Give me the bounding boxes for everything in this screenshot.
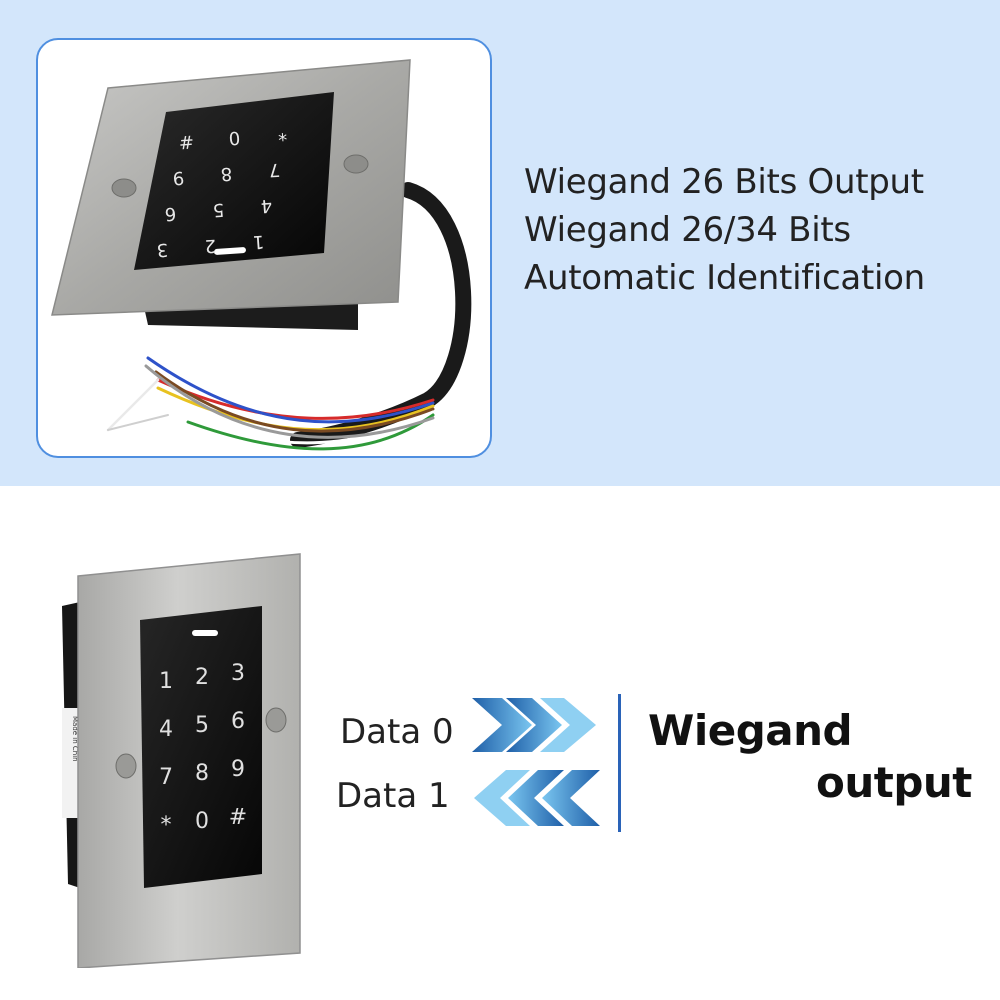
bottom-keypad-key[interactable]: 1 [159,669,173,694]
wiegand-title: Wiegand [648,706,853,755]
top-keypad-key[interactable]: 9 [172,167,185,189]
feature-auto-identification: Automatic Identification [524,258,925,298]
product-label-sticker [62,708,78,818]
data0-arrow-right-icon [472,698,596,752]
signal-arrows [472,698,600,826]
product-photo-card: #0 * 9 8 7 6 5 4 3 2 1 [36,38,492,458]
screw-hole-right [265,707,287,733]
touch-glass-panel [134,92,334,270]
top-keypad: #0 * 9 8 7 6 5 4 3 2 1 [156,123,288,261]
screw-hole-left [111,178,137,198]
screw-hole-left [115,753,137,779]
indicator-led [214,247,246,255]
indicator-led [192,630,218,636]
made-in-label: Made in Chin [71,716,79,762]
bottom-keypad-key[interactable]: * [161,813,172,838]
top-keypad-key[interactable]: 3 [156,239,169,261]
feature-wiegand-26-34: Wiegand 26/34 Bits [524,210,851,250]
top-keypad-key[interactable]: 7 [268,159,281,181]
top-keypad-key[interactable]: # [178,130,195,152]
bottom-keypad-key[interactable]: # [229,805,247,830]
bottom-keypad-key[interactable]: 5 [195,713,209,738]
cable-wires [106,182,472,451]
bottom-keypad-key[interactable]: 7 [159,765,173,790]
bottom-keypad-key[interactable]: 8 [195,761,209,786]
top-keypad-key[interactable]: 2 [204,235,217,257]
bottom-keypad-key[interactable]: 3 [231,661,245,686]
diagram-divider [618,694,621,832]
top-keypad-key[interactable]: 8 [220,163,233,185]
data1-label: Data 1 [336,776,450,816]
bottom-keypad-key[interactable]: 6 [231,709,245,734]
data1-arrow-left-icon [474,770,600,826]
top-keypad-key[interactable]: 4 [260,195,273,217]
bottom-keypad-key[interactable]: 9 [231,757,245,782]
feature-wiegand-26: Wiegand 26 Bits Output [524,162,924,202]
top-keypad-key[interactable]: 6 [164,203,177,225]
data0-label: Data 0 [340,712,454,752]
top-keypad-key[interactable]: 1 [252,231,265,253]
bottom-keypad-key[interactable]: 2 [195,665,209,690]
touch-glass-panel [140,606,262,888]
screw-hole-right [343,154,369,174]
bottom-keypad-key[interactable]: 0 [195,809,209,834]
top-keypad-key[interactable]: * [277,123,287,145]
output-title: output [816,758,972,807]
feature-list: Wiegand 26 Bits Output Wiegand 26/34 Bit… [524,158,925,302]
top-keypad-key[interactable]: 5 [212,199,225,221]
keypad-reader-photo: #0 * 9 8 7 6 5 4 3 2 1 [51,59,472,451]
bottom-keypad-key[interactable]: 4 [159,717,173,742]
top-keypad-key[interactable]: 0 [228,127,241,149]
